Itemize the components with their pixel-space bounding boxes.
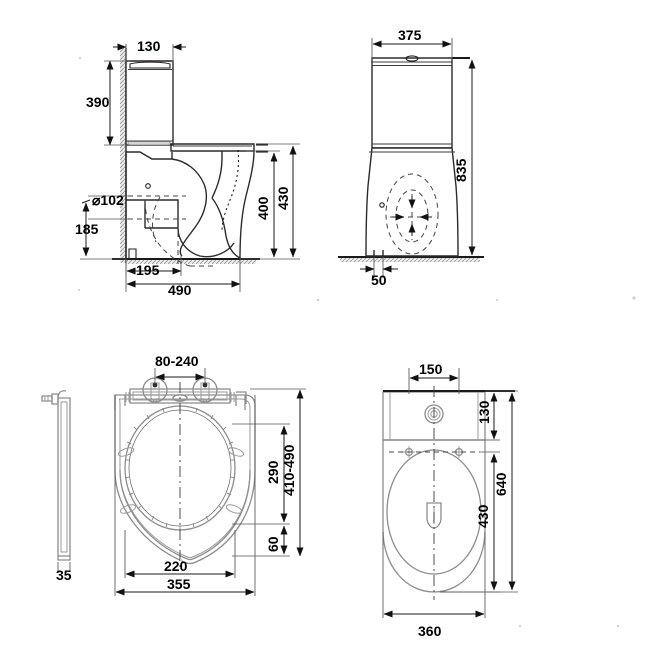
dim-label-640: 640 [493, 472, 509, 496]
dim-label-195: 195 [136, 262, 160, 278]
dim-150: 150 [408, 361, 460, 394]
dim-355: 355 [114, 395, 256, 596]
seat-catch-icon [172, 394, 188, 402]
dim-60: 60 [232, 525, 290, 557]
floor-hatch [126, 259, 256, 264]
dim-label-430-plan: 430 [475, 504, 491, 528]
dim-410-490: 410-490 [250, 388, 306, 557]
dim-label-150: 150 [419, 361, 443, 377]
dim-220: 220 [124, 530, 236, 578]
dim-label-355: 355 [167, 576, 191, 592]
seat-side-profile: 35 [41, 390, 72, 583]
dim-375: 375 [371, 27, 453, 60]
dim-label-80-240: 80-240 [155, 353, 199, 369]
view-front-elevation: 375 835 50 [338, 27, 484, 288]
fixing-bolt-holes [389, 446, 480, 458]
dim-label-430: 430 [275, 186, 291, 210]
dim-label-375: 375 [398, 27, 422, 43]
dim-label-50: 50 [371, 272, 387, 288]
fixing-point-front-icon [379, 202, 385, 208]
dim-label-130-plan: 130 [476, 400, 492, 424]
view-side-elevation: 130 390 ⌀102 185 195 [75, 38, 300, 298]
dim-label-490: 490 [168, 282, 192, 298]
dim-130: 130 [113, 38, 186, 62]
dim-102: ⌀102 [81, 192, 128, 220]
dim-640: 640 [440, 390, 518, 593]
scan-specks [77, 56, 636, 628]
dim-label-102: ⌀102 [92, 192, 124, 208]
dim-label-835: 835 [453, 158, 469, 182]
dim-430: 430 [240, 143, 300, 260]
hidden-outlet-lines [128, 195, 216, 267]
dim-835: 835 [453, 59, 476, 256]
dim-label-220: 220 [164, 558, 188, 574]
dim-label-390: 390 [86, 94, 110, 110]
hidden-bowl-front [379, 173, 439, 255]
dim-185: 185 [75, 202, 126, 260]
view-bowl-plan: 150 130 430 640 360 [382, 361, 518, 639]
seat-inner-arc [119, 469, 251, 561]
cistern-side [125, 60, 174, 146]
dim-80-240: 80-240 [154, 353, 206, 384]
dim-label-35: 35 [56, 567, 72, 583]
dim-290: 290 [232, 423, 290, 525]
hidden-line-inlet [221, 149, 240, 233]
cistern-front [371, 55, 470, 149]
dim-390: 390 [86, 60, 130, 146]
dim-400: 400 [246, 150, 280, 258]
wall-hatch [120, 48, 126, 263]
dim-label-400: 400 [255, 196, 271, 220]
view-seat-plan: 35 [41, 353, 306, 596]
seat-bumper-pads [117, 447, 245, 514]
dim-label-410-490: 410-490 [281, 444, 297, 496]
dim-130-plan: 130 [476, 392, 500, 441]
dim-label-60: 60 [265, 536, 281, 552]
dim-490: 490 [125, 258, 241, 298]
fixing-point-icon [145, 183, 151, 189]
dim-label-130: 130 [137, 38, 161, 54]
dim-label-360: 360 [418, 623, 442, 639]
dim-label-290: 290 [265, 460, 281, 484]
dim-360: 360 [382, 532, 486, 639]
dim-50: 50 [360, 257, 398, 288]
dim-label-185: 185 [75, 221, 99, 237]
